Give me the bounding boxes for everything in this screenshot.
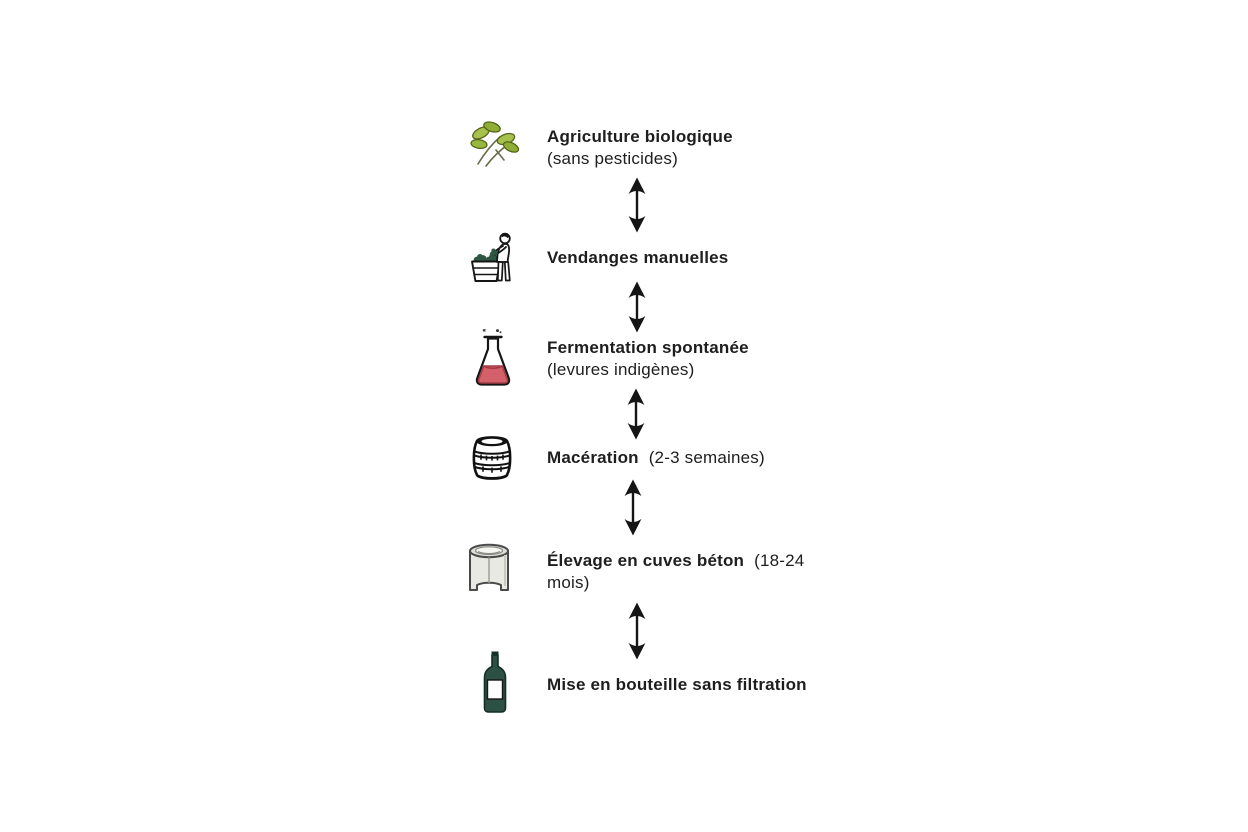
- bidirectional-arrow: [624, 602, 650, 660]
- grape-harvest-icon: [464, 228, 522, 286]
- step-title: Vendanges manuelles: [547, 248, 729, 267]
- step-title: Macération: [547, 448, 639, 467]
- seedling-icon: [466, 116, 522, 172]
- step-label-vendanges: Vendanges manuelles: [547, 247, 728, 269]
- step-label-agriculture: Agriculture biologique (sans pesticides): [547, 126, 819, 169]
- bidirectional-arrow: [623, 388, 649, 440]
- step-subtitle: (2-3 semaines): [648, 448, 765, 467]
- step-title: Mise en bouteille sans filtration: [547, 675, 807, 694]
- bidirectional-arrow: [620, 479, 646, 536]
- step-title: Agriculture biologique: [547, 127, 733, 146]
- step-title: Élevage en cuves béton: [547, 551, 745, 570]
- step-title: Fermentation spontanée: [547, 338, 749, 357]
- step-label-maceration: Macération (2-3 semaines): [547, 447, 765, 469]
- barrel-icon: [468, 433, 516, 483]
- bidirectional-arrow: [624, 281, 650, 333]
- concrete-vat-icon: [461, 538, 517, 598]
- step-label-fermentation: Fermentation spontanée (levures indigène…: [547, 337, 819, 380]
- bidirectional-arrow: [624, 177, 650, 233]
- step-label-mise-en-bouteille: Mise en bouteille sans filtration: [547, 674, 807, 696]
- step-subtitle: (levures indigènes): [547, 359, 695, 379]
- wine-bottle-icon: [479, 650, 511, 714]
- step-subtitle: (sans pesticides): [547, 148, 678, 168]
- fermentation-flask-icon: [470, 328, 516, 390]
- step-label-elevage: Élevage en cuves béton (18-24 mois): [547, 550, 819, 593]
- step-subtitle: (18-24 mois): [547, 551, 805, 592]
